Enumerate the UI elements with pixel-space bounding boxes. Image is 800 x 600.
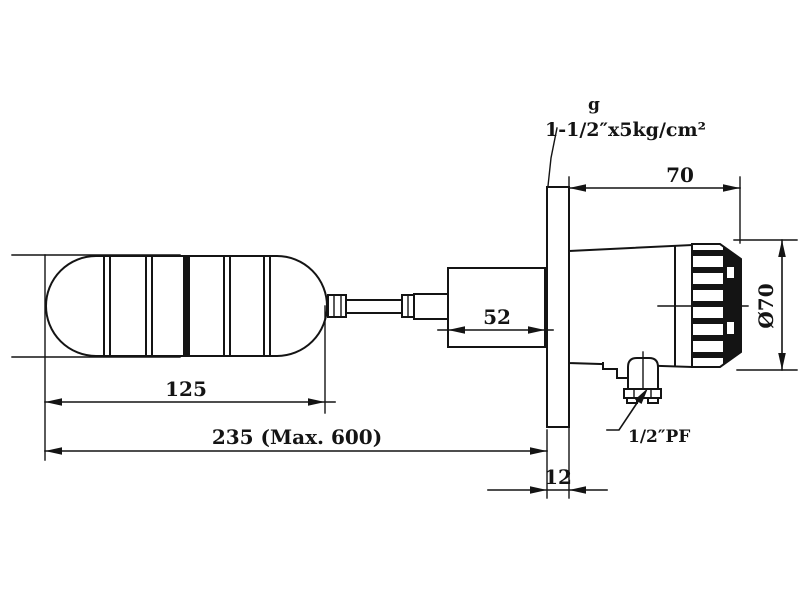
stem-nut-left [327,294,347,318]
dimension-overall-length: 235 (Max. 600) [44,425,548,455]
dim-125-label: 125 [165,377,207,401]
float-center-band [183,257,190,355]
flange-note-label: g [588,95,600,115]
dimension-flange-thickness: 12 [487,465,608,494]
dimension-head-diameter: Ø70 [754,239,786,371]
stem-sleeve [413,293,449,320]
stem-rod [345,299,403,314]
float-body [45,255,328,357]
float-bands [103,256,271,356]
dim-12-label: 12 [544,465,572,489]
dimension-chamber-length: 52 [437,305,554,334]
conduit-port-callout: 1/2″PF [606,388,690,447]
dim-dia70-label: Ø70 [754,283,778,328]
flange-spec-label: 1-1/2″x5kg/cm² [545,119,706,141]
switch-chamber [447,267,546,348]
dim-52-label: 52 [483,305,511,329]
mounting-flange [546,186,570,428]
dim-70-label: 70 [666,163,694,187]
dim-235-label: 235 (Max. 600) [212,425,382,449]
conduit-port-label: 1/2″PF [628,427,690,447]
housing-head [568,243,749,404]
float-stem [327,293,449,320]
dimension-head-length: 70 [568,163,741,192]
extension-lines [44,176,798,499]
dimension-float-length: 125 [44,377,336,406]
flange-spec-callout: g 1-1/2″x5kg/cm² [545,95,706,187]
